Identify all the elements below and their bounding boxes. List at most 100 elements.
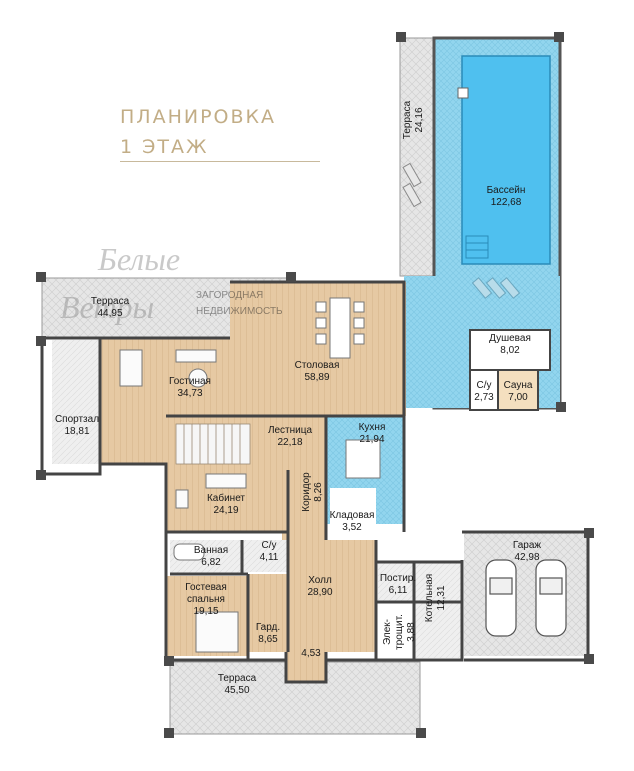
room-name: Гард.	[256, 622, 280, 633]
bathtub	[173, 543, 205, 561]
room-area: 7,00	[508, 392, 528, 403]
title-underline	[120, 161, 320, 162]
room-area: 34,73	[177, 388, 202, 399]
cabinet-desk	[175, 473, 247, 509]
wc-room	[242, 540, 288, 572]
room-area: 122,68	[491, 197, 522, 208]
pool-skimmer	[457, 87, 469, 99]
room-area: 24,19	[213, 505, 238, 516]
room-area: 45,50	[224, 685, 249, 696]
room-name: Терраса	[218, 673, 257, 684]
garage-room	[464, 532, 588, 656]
gym-room	[52, 340, 100, 464]
plan-title-line-1: ПЛАНИРОВКА	[120, 106, 277, 128]
room-name: Душевая	[489, 333, 531, 344]
pantry-room	[330, 488, 376, 530]
room-name: Элек-	[382, 619, 393, 645]
room-name: трощит.	[394, 614, 405, 650]
room-label-vestibule: 4,53	[301, 648, 321, 659]
room-name: Ванная	[194, 545, 228, 556]
room-name: Кухня	[359, 422, 386, 433]
room-area: 8,65	[258, 634, 278, 645]
room-name: Сауна	[504, 380, 533, 391]
plan-title-line-2: 1 ЭТАЖ	[120, 136, 209, 158]
pool-ladder	[465, 235, 489, 259]
room-label-laundry: Постир.6,11	[380, 573, 416, 596]
hall-room	[288, 540, 376, 652]
room-area: 28,90	[307, 587, 332, 598]
pool-water	[461, 55, 551, 265]
guest-bed	[195, 611, 239, 653]
room-label-wardrobe: Гард.8,65	[256, 622, 280, 645]
room-area: 18,81	[64, 426, 89, 437]
watermark-subtitle-2: НЕДВИЖИМОСТЬ	[196, 306, 283, 317]
room-name: Холл	[308, 575, 332, 586]
room-name: Лестница	[268, 425, 313, 436]
room-name: Бассейн	[487, 185, 526, 196]
room-name: С/у	[477, 380, 492, 391]
terrace-right-area	[399, 37, 435, 277]
room-area: 19,15	[193, 606, 218, 617]
pool-area	[402, 36, 562, 410]
room-area: 4,11	[260, 552, 279, 563]
room-label-wc-sauna: С/у2,73	[474, 380, 494, 403]
terrace-loungers	[402, 162, 422, 208]
room-area: 8,02	[500, 345, 520, 356]
room-area: 4,53	[301, 648, 321, 659]
room-area: 22,18	[277, 437, 302, 448]
electric-room	[378, 604, 414, 658]
room-area: 44,95	[97, 308, 122, 319]
plan-title: ПЛАНИРОВКА 1 ЭТАЖ	[120, 102, 276, 162]
room-name: Гостевая	[185, 582, 227, 593]
room-area: 12,31	[436, 585, 447, 610]
room-name: Кладовая	[330, 510, 375, 521]
living-sofa	[119, 349, 217, 388]
garage-cars	[485, 559, 567, 637]
room-name: С/у	[262, 540, 277, 551]
room-area: 8,26	[313, 482, 324, 502]
watermark-logo-bottom: Ветры	[60, 289, 154, 325]
room-label-electric: Элек-трощит.3,88	[382, 614, 417, 650]
room-name: Постир.	[380, 573, 416, 584]
stair-steps	[175, 423, 251, 465]
wall-posts	[36, 32, 594, 738]
room-area: 3,52	[342, 522, 362, 533]
room-label-wc: С/у4,11	[260, 540, 279, 563]
room-area: 3,88	[406, 622, 417, 642]
room-name: Терраса	[91, 296, 130, 307]
room-name: Котельная	[424, 574, 435, 622]
room-name: Гостиная	[169, 376, 211, 387]
room-name: Столовая	[295, 360, 340, 371]
pool-loungers	[471, 277, 521, 299]
kitchen-island	[345, 439, 381, 479]
room-name: Спортзал	[55, 414, 99, 425]
room-name: Терраса	[402, 100, 413, 139]
room-area: 24,16	[414, 107, 425, 132]
walls	[40, 280, 590, 684]
room-area: 6,11	[389, 585, 408, 596]
wardrobe-room	[248, 574, 288, 652]
room-name: спальня	[187, 594, 225, 605]
room-name: Коридор	[301, 472, 312, 512]
room-area: 42,98	[514, 552, 539, 563]
sauna-room	[497, 369, 539, 411]
